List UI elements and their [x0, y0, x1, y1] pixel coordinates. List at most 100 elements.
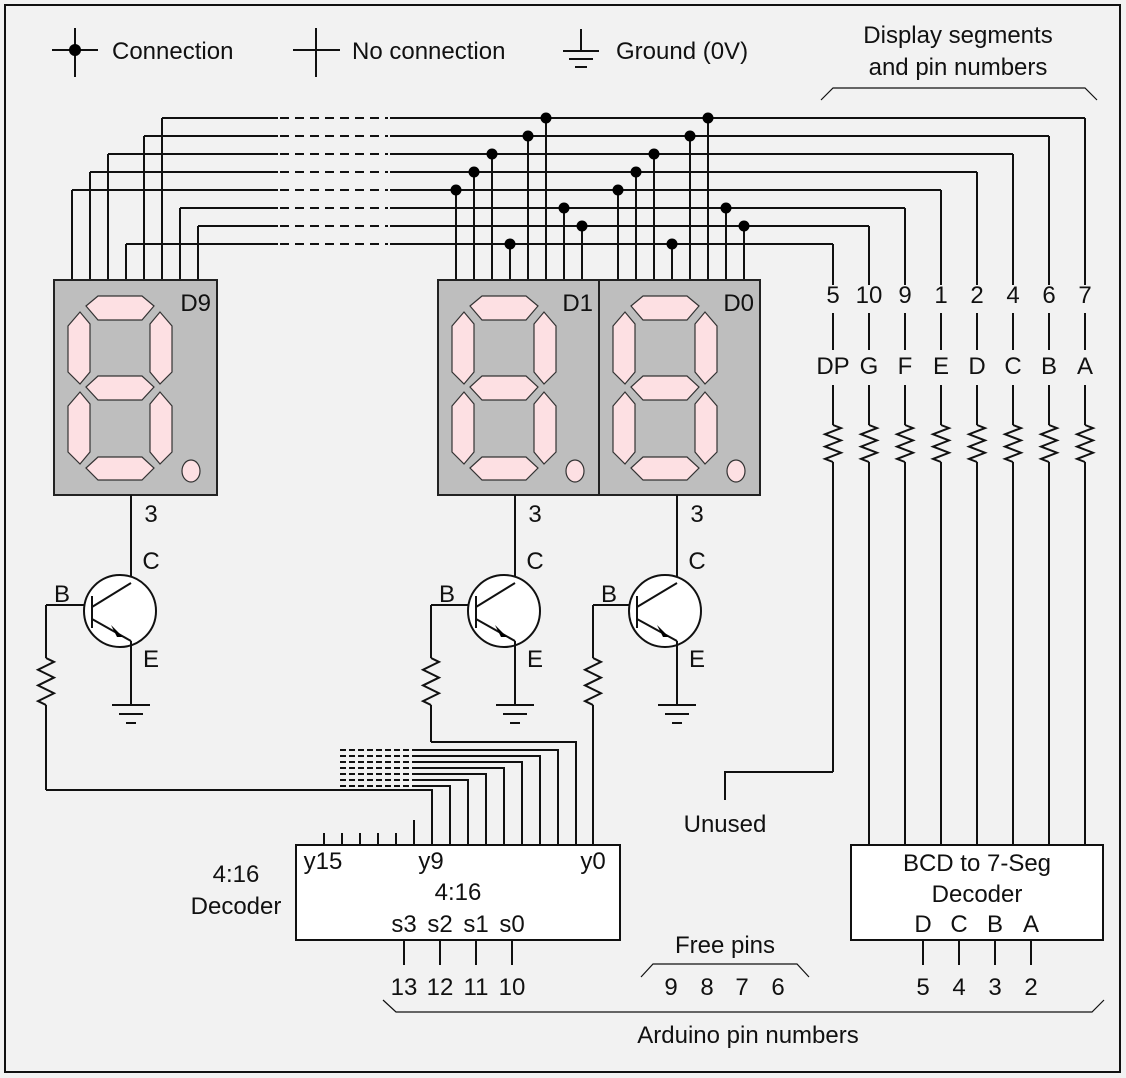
emitter-label: E	[143, 646, 159, 673]
output-label-y0: y0	[580, 848, 605, 875]
legend-ground-label: Ground (0V)	[616, 38, 748, 65]
segment-name: E	[933, 353, 949, 380]
seven-segment-display: D9	[53, 279, 218, 496]
base-label: B	[601, 581, 617, 608]
arduino-pin-number: 5	[916, 974, 929, 1001]
transistor-body	[628, 574, 702, 648]
junction-dot	[468, 166, 480, 178]
arduino-pin-number: 10	[499, 974, 526, 1001]
segment-f	[67, 311, 91, 385]
segment-name: B	[1041, 353, 1057, 380]
display-segments-subtitle: and pin numbers	[869, 54, 1048, 81]
decoder-input-label: s1	[463, 911, 488, 938]
bcd-input-label: C	[950, 911, 967, 938]
output-wire	[412, 767, 505, 845]
transistor-collector	[636, 582, 678, 608]
resistor-icon	[582, 657, 604, 706]
segment-bus-wires	[71, 112, 1086, 285]
segment-pin-number: 4	[1006, 282, 1019, 309]
base-label: B	[439, 581, 455, 608]
junction-dot	[612, 184, 624, 196]
y9-wire	[46, 789, 433, 845]
output-wire	[412, 779, 469, 845]
junction-dot	[540, 112, 552, 124]
transistor-emitter	[475, 618, 516, 642]
emitter-arrow-icon	[111, 625, 123, 637]
output-wire	[412, 773, 487, 845]
npn-transistor: 3C B E	[35, 495, 160, 724]
segment-e	[67, 391, 91, 465]
collector-label: C	[142, 548, 159, 575]
segment-f	[451, 311, 475, 385]
segment-dp	[181, 459, 201, 483]
legend: Connection No connection Ground (0V)	[52, 28, 748, 77]
segment-name: C	[1004, 353, 1021, 380]
segment-g	[469, 375, 539, 401]
junction-dot	[720, 202, 732, 214]
segment-name: A	[1077, 353, 1093, 380]
emitter-label: E	[689, 646, 705, 673]
decoder-4-16-body	[295, 844, 621, 941]
segment-name: DP	[816, 353, 849, 380]
segment-pin-number: 1	[934, 282, 947, 309]
common-pin-number: 3	[144, 501, 157, 528]
arduino-pin-number: 11	[464, 974, 489, 1001]
display-label: D9	[180, 290, 211, 317]
segment-c	[533, 391, 557, 465]
junction-dot	[522, 130, 534, 142]
segment-b	[149, 311, 173, 385]
segment-g	[85, 375, 155, 401]
seven-segment-display: D0	[598, 279, 761, 496]
arduino-pin-number: 4	[952, 974, 965, 1001]
free-pin: 6	[771, 974, 784, 1001]
segment-g	[630, 375, 700, 401]
junction-dot	[630, 166, 642, 178]
legend-connection-label: Connection	[112, 38, 233, 65]
free-pin: 9	[664, 974, 677, 1001]
transistor-collector	[91, 582, 132, 608]
decoder-input-label: s0	[499, 911, 524, 938]
unused-label: Unused	[684, 811, 767, 838]
display-label: D0	[723, 290, 754, 317]
segment-name: G	[860, 353, 879, 380]
decoder-input-label: s2	[427, 911, 452, 938]
junction-dot	[558, 202, 570, 214]
bcd-input-label: D	[914, 911, 931, 938]
junction-dot	[684, 130, 696, 142]
resistor-icon	[858, 424, 880, 463]
arduino-pin-number: 13	[391, 974, 418, 1001]
junction-dot	[504, 238, 516, 250]
output-wire	[412, 749, 559, 845]
legend-no-connection-label: No connection	[352, 38, 505, 65]
resistor-icon	[930, 424, 952, 463]
bcd-decoder-body	[850, 844, 1104, 941]
segment-b	[533, 311, 557, 385]
segment-d	[469, 456, 539, 481]
collector-label: C	[526, 548, 543, 575]
segment-c	[149, 391, 173, 465]
common-pin-number: 3	[528, 501, 541, 528]
output-label-y9: y9	[418, 848, 443, 875]
decoder-side-label: 4:16	[213, 861, 260, 888]
decoder-side-label: Decoder	[191, 893, 282, 920]
junction-dot	[702, 112, 714, 124]
bcd-input-label: A	[1023, 911, 1039, 938]
segment-e	[612, 391, 636, 465]
segment-a	[85, 295, 155, 321]
segment-d	[85, 456, 155, 481]
transistor-collector	[475, 582, 516, 608]
base-label: B	[54, 581, 70, 608]
arduino-pin-number: 3	[988, 974, 1001, 1001]
segments-bracket	[820, 87, 1098, 101]
segment-f	[612, 311, 636, 385]
unused-wire	[724, 771, 833, 800]
junction-dot	[576, 220, 588, 232]
bcd-decoder-title: BCD to 7-Seg	[903, 850, 1051, 877]
arduino-pin-number: 12	[427, 974, 454, 1001]
segment-name: D	[968, 353, 985, 380]
free-pins-bracket	[640, 963, 810, 978]
